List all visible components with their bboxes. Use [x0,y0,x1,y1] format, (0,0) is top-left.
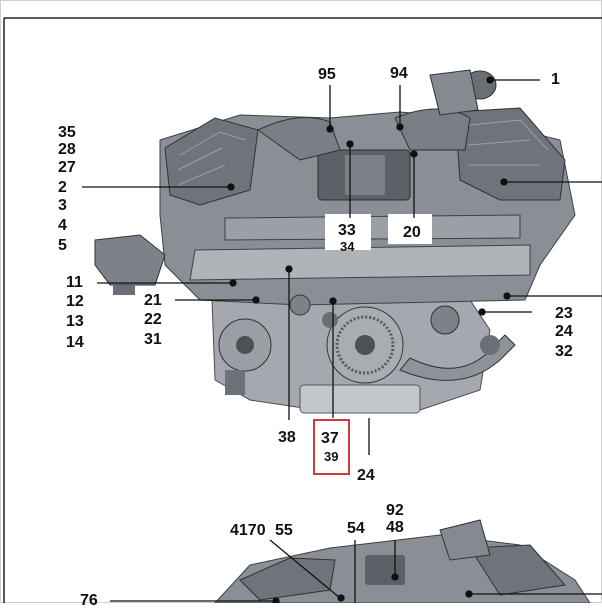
callout-76: 76 [80,592,98,609]
exhaust-bar [189,244,531,281]
callout-33: 33 [338,222,356,239]
callout-20: 20 [403,224,421,241]
callout-13: 13 [66,313,84,330]
callout-95: 95 [318,66,336,83]
callout-24-bottom: 24 [357,467,375,484]
callout-2: 2 [58,179,67,196]
callout-24-right: 24 [555,323,573,340]
leader-lines-top [82,76,602,455]
callout-94: 94 [390,65,408,82]
callout-23: 23 [555,305,573,322]
intake-piping [257,117,341,161]
left-pump [94,234,166,286]
turbo-pipe [399,334,516,381]
callout-27: 27 [58,159,76,176]
callout-4: 4 [58,217,67,234]
label-bg-20 [388,214,432,244]
callout-12: 12 [66,293,84,310]
engine-top-view [94,69,576,414]
callout-5: 5 [58,237,67,254]
callout-32: 32 [555,343,573,360]
callout-4170: 4170 [230,522,266,539]
callout-21: 21 [144,292,162,309]
callout-31: 31 [144,331,162,348]
callout-35: 35 [58,124,76,141]
highlight-box-37-39 [313,419,350,475]
leader-lines-bottom [110,539,602,603]
callout-38: 38 [278,429,296,446]
callout-92: 92 [386,502,404,519]
right-head-cover [454,107,566,201]
callout-3: 3 [58,197,67,214]
callout-11: 11 [66,274,83,291]
callout-14: 14 [66,334,84,351]
callout-1: 1 [551,71,560,88]
callout-39: 39 [324,449,339,464]
callout-54: 54 [347,520,365,537]
callout-37: 37 [321,430,339,447]
label-bg-33 [325,214,371,250]
callout-55: 55 [275,522,293,539]
callout-28: 28 [58,141,76,158]
callout-22: 22 [144,311,162,328]
left-head-cover [164,117,259,206]
callout-48: 48 [386,519,404,536]
oil-pan [299,384,421,414]
callout-34: 34 [340,239,355,254]
cross-member [224,214,521,241]
